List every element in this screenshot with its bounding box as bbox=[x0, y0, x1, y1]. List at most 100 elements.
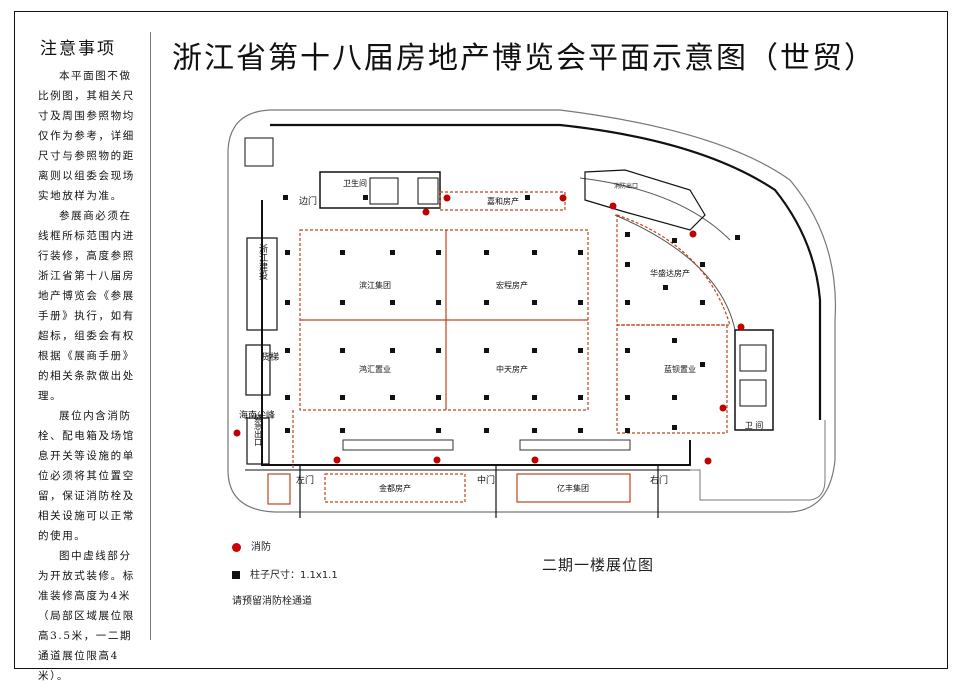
column bbox=[283, 195, 288, 200]
column bbox=[672, 238, 677, 243]
notes-paragraph: 本平面图不做比例图，其相关尺寸及周围参照物均仅作为参考，详细尺寸与参照物的距离则… bbox=[38, 70, 135, 202]
freight-lift bbox=[245, 344, 271, 396]
column bbox=[672, 425, 677, 430]
column bbox=[532, 300, 537, 305]
notes-paragraph: 图中虚线部分为开放式装修。标准装修高度为4米（局部区域展位限高3.5米，一二期通… bbox=[38, 550, 135, 682]
column bbox=[390, 395, 395, 400]
emergency-block bbox=[246, 417, 270, 465]
booth-label-lanchao: 蓝钡置业 bbox=[664, 364, 696, 374]
column bbox=[578, 300, 583, 305]
column bbox=[625, 395, 630, 400]
column bbox=[625, 300, 630, 305]
column bbox=[532, 428, 537, 433]
column-icon bbox=[232, 571, 240, 579]
emergency-exit-label: 紧急出口 bbox=[254, 414, 263, 446]
column bbox=[578, 395, 583, 400]
column bbox=[578, 348, 583, 353]
booth-jiahe bbox=[439, 191, 566, 211]
column bbox=[532, 348, 537, 353]
booth-label-jindu: 金都房产 bbox=[379, 483, 411, 493]
floor-plan: 滨江集团 宏程房产 鸿汇置业 中天房产 嘉和房产 华盛达房产 蓝钡置业 金都房产… bbox=[227, 109, 837, 518]
hydrant bbox=[609, 202, 617, 210]
booth-jindu bbox=[324, 473, 466, 503]
booth-corner bbox=[267, 473, 291, 505]
hydrant bbox=[689, 230, 697, 238]
booth-lanchao bbox=[616, 324, 728, 434]
lift-right-2 bbox=[739, 379, 767, 407]
column bbox=[525, 195, 530, 200]
notes-panel: 本平面图不做比例图，其相关尺寸及周围参照物均仅作为参考，详细尺寸与参照物的距离则… bbox=[38, 66, 138, 686]
notes-paragraph: 展位内含消防栓、配电箱及场馆息开关等设施的单位必须将其位置空留，保证消防栓及相关… bbox=[38, 410, 135, 542]
door-label-left: 左门 bbox=[296, 474, 314, 486]
booth-yifeng bbox=[516, 473, 631, 503]
door-label-side: 边门 bbox=[299, 195, 317, 207]
column bbox=[625, 428, 630, 433]
toilet-label-top: 卫生间 bbox=[343, 178, 367, 188]
column bbox=[436, 250, 441, 255]
hydrant bbox=[704, 457, 712, 465]
page-frame bbox=[14, 11, 948, 669]
hydrant bbox=[719, 404, 727, 412]
right-block-wall bbox=[690, 420, 826, 501]
column bbox=[340, 300, 345, 305]
hydrant bbox=[422, 208, 430, 216]
legend-hydrant-label: 消防 bbox=[251, 542, 271, 553]
column bbox=[700, 300, 705, 305]
booth-label-zhongtian: 中天房产 bbox=[496, 364, 528, 374]
hydrant bbox=[559, 194, 567, 202]
legend-column-label: 柱子尺寸：1.1x1.1 bbox=[250, 570, 338, 581]
column bbox=[578, 250, 583, 255]
column bbox=[285, 395, 290, 400]
column bbox=[436, 300, 441, 305]
lift-box bbox=[369, 177, 399, 205]
column bbox=[484, 300, 489, 305]
column bbox=[700, 262, 705, 267]
column bbox=[484, 395, 489, 400]
column bbox=[625, 232, 630, 237]
curved-core bbox=[584, 169, 706, 231]
column bbox=[285, 300, 290, 305]
booth-label-hongcheng: 宏程房产 bbox=[496, 280, 528, 290]
column bbox=[340, 250, 345, 255]
column bbox=[340, 428, 345, 433]
lift-box-2 bbox=[417, 177, 439, 205]
booth-label-yifeng: 亿丰集团 bbox=[557, 483, 589, 493]
lift-right bbox=[739, 344, 767, 372]
escalator-right bbox=[519, 439, 631, 451]
core-top bbox=[319, 171, 441, 209]
column bbox=[484, 428, 489, 433]
hydrant bbox=[433, 456, 441, 464]
column bbox=[700, 362, 705, 367]
page-title: 浙江省第十八届房地产博览会平面示意图（世贸） bbox=[172, 41, 876, 76]
hall-wall bbox=[270, 123, 822, 420]
column bbox=[340, 348, 345, 353]
column bbox=[532, 250, 537, 255]
hall-wall-left bbox=[261, 200, 691, 466]
escalator-left bbox=[342, 439, 454, 451]
column bbox=[735, 235, 740, 240]
toilet-label-right: 卫 间 bbox=[745, 421, 764, 430]
jiantou-label: 浙江建投 bbox=[257, 243, 268, 281]
column bbox=[484, 250, 489, 255]
building-outline bbox=[227, 109, 837, 513]
column bbox=[663, 285, 668, 290]
column bbox=[672, 338, 677, 343]
column bbox=[532, 395, 537, 400]
hydrant bbox=[233, 429, 241, 437]
core-right bbox=[734, 329, 774, 431]
column bbox=[436, 348, 441, 353]
column bbox=[578, 428, 583, 433]
hydrant bbox=[333, 456, 341, 464]
booth-label-jiahe: 嘉和房产 bbox=[487, 196, 519, 206]
columns bbox=[283, 195, 740, 433]
door-label-middle: 中门 bbox=[477, 474, 495, 486]
column bbox=[390, 348, 395, 353]
column bbox=[363, 195, 368, 200]
column bbox=[436, 428, 441, 433]
jiantou-block bbox=[246, 237, 278, 331]
notes-heading: 注意事项 bbox=[40, 39, 116, 59]
column bbox=[484, 348, 489, 353]
notes-paragraph: 参展商必须在线框所标范围内进行装修，高度参照浙江省第十八届房地产博览会《参展手册… bbox=[38, 210, 135, 402]
plan-subtitle: 二期一楼展位图 bbox=[542, 556, 655, 574]
side-divider bbox=[150, 32, 151, 640]
